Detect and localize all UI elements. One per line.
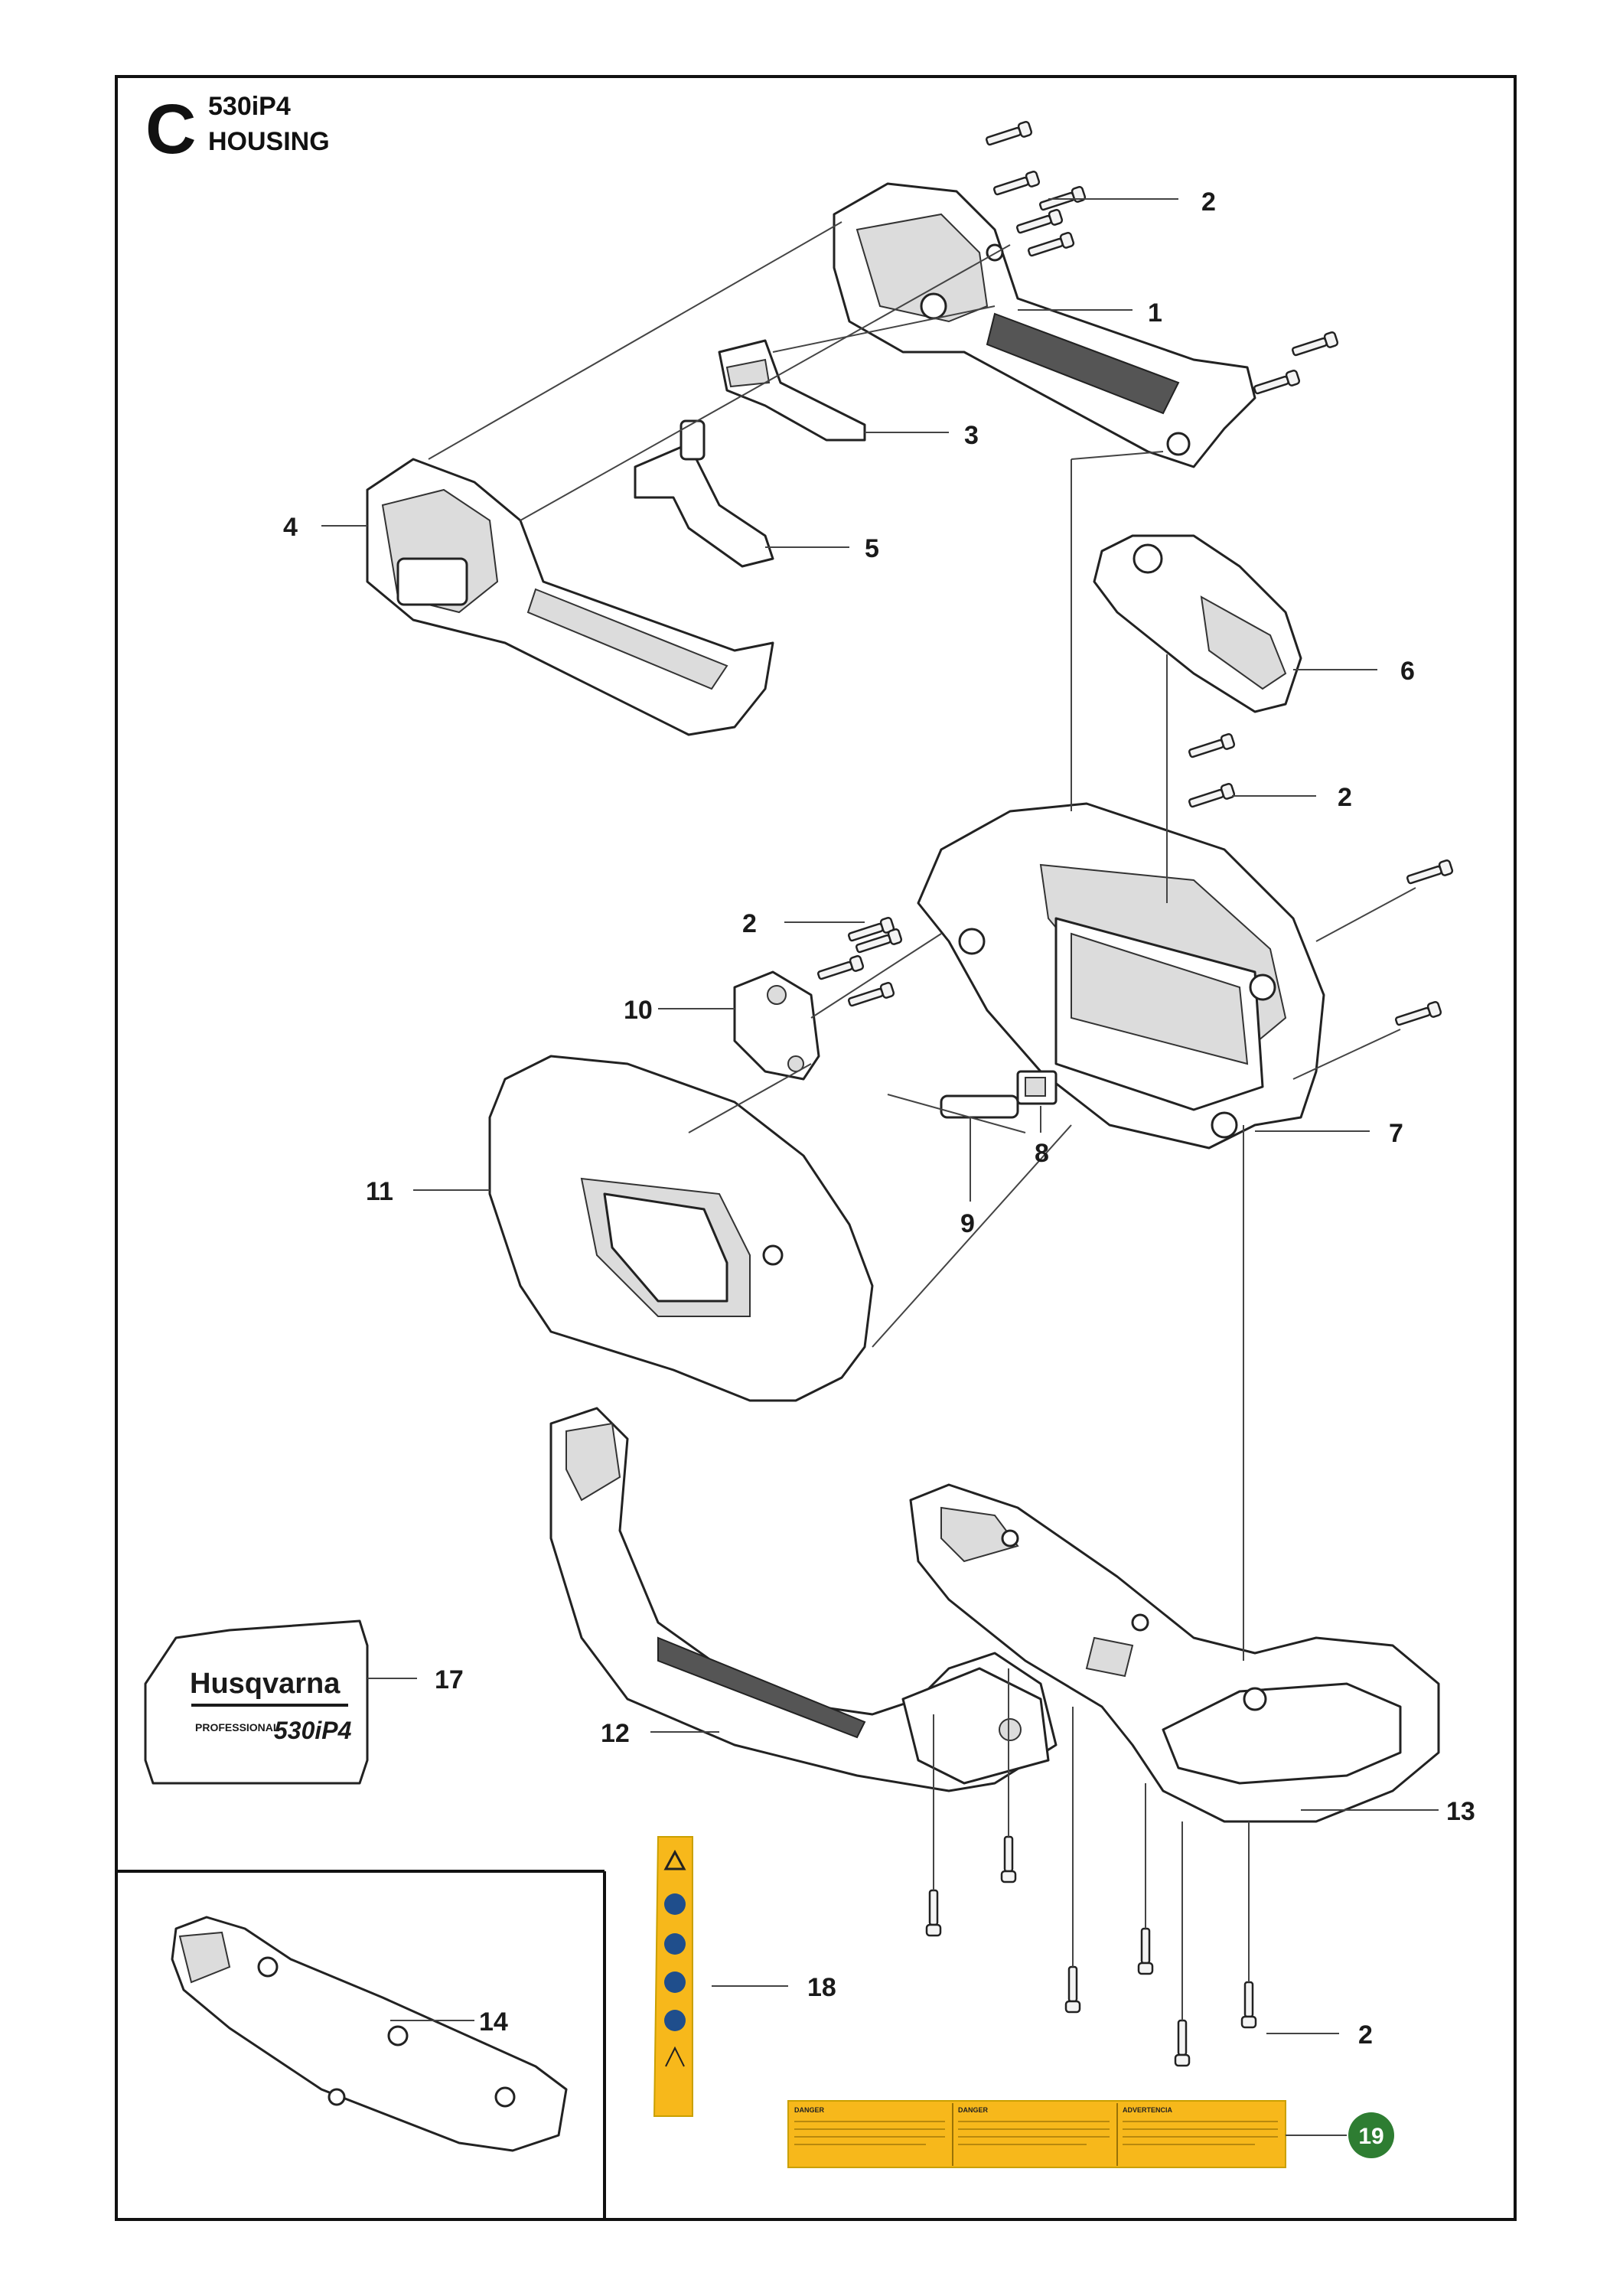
warning-heading-3: ADVERTENCIA (1123, 2106, 1173, 2114)
sticker-brand: Husqvarna (190, 1668, 341, 1700)
callout-19: 19 (1358, 2124, 1383, 2149)
part-5-trigger (634, 419, 774, 568)
sticker-model: 530iP4 (274, 1717, 352, 1744)
part-8-switch (1016, 1070, 1058, 1105)
part-3-lever (718, 339, 866, 442)
warning-heading-2: DANGER (958, 2106, 989, 2114)
part-9-spring (940, 1094, 1019, 1119)
part-11-front-housing (488, 1055, 874, 1402)
callout-2-b: 2 (1338, 783, 1352, 812)
callout-2-c: 2 (742, 909, 757, 938)
diagram-header: C 530iP4 HOUSING (145, 90, 330, 168)
sticker-line: PROFESSIONAL (195, 1721, 280, 1733)
part-18-warning-strip (653, 1836, 693, 2117)
callout-18: 18 (807, 1973, 836, 2002)
part-19-warning-label: DANGER DANGER ADVERTENCIA (787, 2100, 1286, 2168)
section-letter: C (145, 90, 196, 168)
callout-14: 14 (479, 2007, 508, 2037)
callout-7: 7 (1389, 1119, 1403, 1148)
callout-numbers: 2 1 3 4 5 6 2 2 10 7 8 9 11 12 13 17 14 … (283, 188, 1475, 2050)
section-title: HOUSING (208, 127, 330, 156)
part-13-handle-base (909, 1483, 1440, 1823)
callout-4: 4 (283, 513, 298, 542)
callout-5: 5 (865, 534, 879, 563)
callout-3: 3 (964, 421, 979, 450)
part-1-tube-housing (833, 182, 1256, 468)
callout-1-a: 2 (1201, 188, 1216, 217)
callout-1: 1 (1148, 298, 1162, 328)
part-10-bracket (733, 970, 820, 1081)
part-12-handle (549, 1407, 1058, 1792)
callout-19-badge: 19 (1348, 2112, 1394, 2158)
warning-heading-1: DANGER (794, 2106, 825, 2114)
callout-8: 8 (1035, 1139, 1049, 1168)
callout-6: 6 (1400, 657, 1415, 686)
part-17-sticker: Husqvarna PROFESSIONAL 530iP4 (144, 1619, 369, 1785)
callout-13: 13 (1446, 1797, 1475, 1826)
model-name: 530iP4 (208, 92, 291, 121)
callout-9: 9 (960, 1209, 975, 1238)
callout-10: 10 (624, 996, 653, 1025)
part-6-top-cover (1093, 534, 1302, 713)
assembly-lines (428, 221, 1416, 2020)
callout-leaders (321, 198, 1439, 2136)
callout-17: 17 (435, 1665, 464, 1694)
part-4-tube-housing (366, 458, 774, 736)
part-7-rear-housing (917, 802, 1325, 1150)
callout-11: 11 (366, 1177, 393, 1206)
diagram-border (115, 75, 1517, 2221)
inset-box (116, 1870, 606, 2219)
callout-12: 12 (601, 1719, 630, 1748)
screws (816, 120, 1454, 2067)
callout-2-d: 2 (1358, 2020, 1373, 2050)
